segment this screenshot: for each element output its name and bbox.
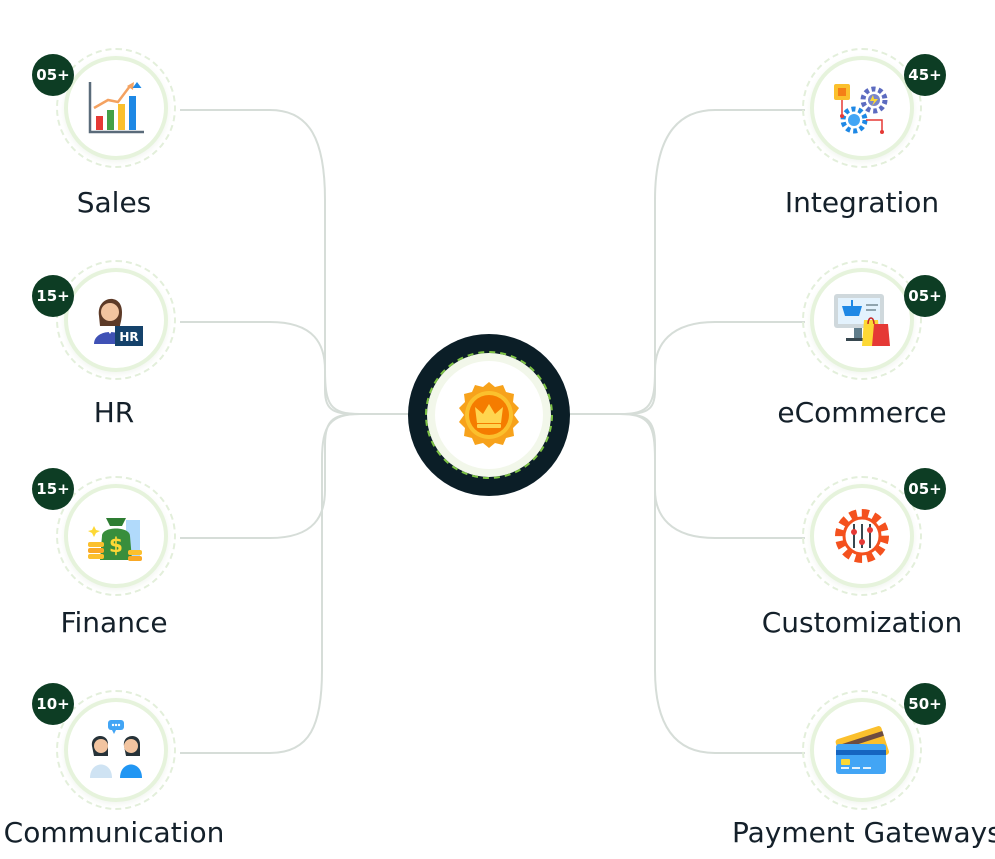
category-label: Payment Gateways — [732, 816, 995, 849]
category-label: Customization — [761, 606, 963, 639]
node-payment-gateways[interactable] — [802, 690, 922, 810]
money-bag-coins-icon: $ — [88, 518, 142, 561]
node-ring — [56, 690, 176, 810]
svg-text:$: $ — [109, 533, 123, 557]
count-badge: 45+ — [904, 54, 946, 96]
node-ring — [802, 260, 922, 380]
node-communication[interactable] — [56, 690, 176, 810]
hr-person-icon: HR — [94, 298, 143, 346]
shopping-cart-bags-icon — [834, 294, 890, 346]
count-badge: 05+ — [904, 275, 946, 317]
bar-chart-growth-icon — [88, 82, 144, 134]
connector-finance — [180, 413, 361, 539]
node-finance[interactable]: $ — [56, 476, 176, 596]
count-badge: 10+ — [32, 683, 74, 725]
count-badge: 15+ — [32, 468, 74, 510]
node-ring — [56, 260, 176, 380]
node-circle — [64, 56, 168, 160]
category-label: HR — [93, 396, 135, 429]
node-hr[interactable]: HR — [56, 260, 176, 380]
node-ring — [56, 48, 176, 168]
gears-integration-icon — [834, 84, 888, 134]
node-circle — [64, 698, 168, 802]
people-chat-icon — [90, 720, 142, 778]
connector-integration — [570, 109, 805, 415]
count-badge: 05+ — [32, 54, 74, 96]
connector-hr — [180, 321, 361, 415]
node-ring — [802, 476, 922, 596]
connector-ecommerce — [619, 321, 805, 415]
crown-medal-icon — [459, 382, 519, 448]
count-badge: 50+ — [904, 683, 946, 725]
node-customization[interactable] — [802, 476, 922, 596]
connector-payment — [619, 413, 805, 754]
svg-text:HR: HR — [119, 330, 138, 344]
node-ring — [802, 48, 922, 168]
node-ring — [802, 690, 922, 810]
node-ecommerce[interactable] — [802, 260, 922, 380]
category-label: eCommerce — [777, 396, 947, 429]
connector-communication — [180, 413, 361, 754]
node-integration[interactable] — [802, 48, 922, 168]
connector-sales — [180, 109, 410, 415]
node-ring — [56, 476, 176, 596]
hub — [408, 334, 570, 496]
category-label: Sales — [76, 186, 152, 219]
count-badge: 15+ — [32, 275, 74, 317]
count-badge: 05+ — [904, 468, 946, 510]
connector-customization — [619, 413, 805, 539]
gear-sliders-icon — [835, 509, 889, 563]
category-label: Finance — [60, 606, 168, 639]
category-label: Integration — [784, 186, 940, 219]
node-circle — [810, 56, 914, 160]
category-label: Communication — [3, 816, 225, 849]
node-sales[interactable] — [56, 48, 176, 168]
credit-cards-icon — [835, 726, 889, 774]
